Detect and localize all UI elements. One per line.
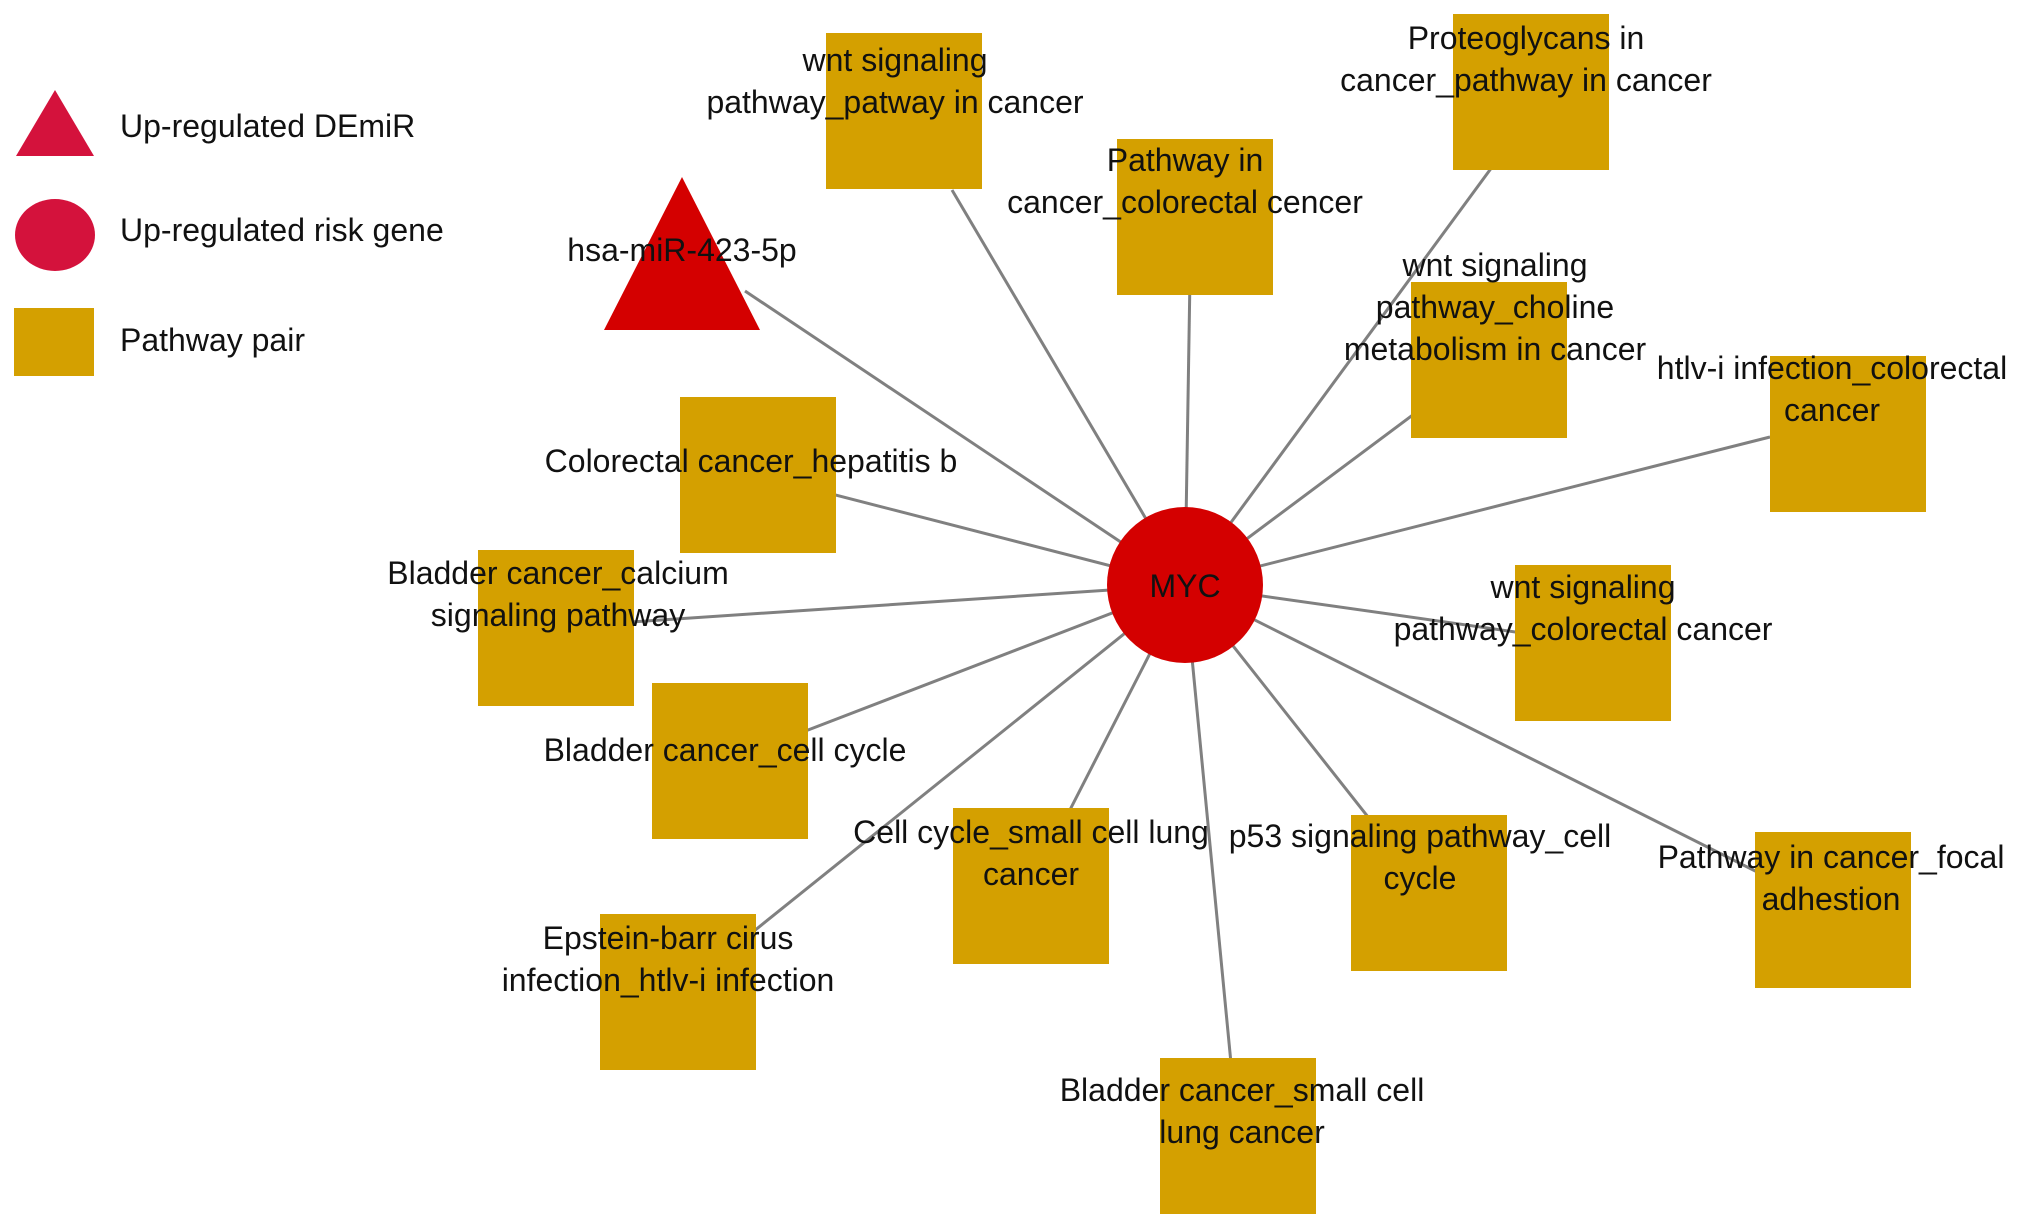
pathway-node-proteoglycans[interactable]: [1453, 14, 1609, 170]
pathway-node-bladder-sclc[interactable]: [1160, 1058, 1316, 1214]
pathway-label-wnt-choline-line-3: metabolism in cancer: [1344, 331, 1647, 367]
pathway-label-bladder-cellcycle-line-1: Bladder cancer_cell cycle: [544, 732, 907, 768]
labels-layer: wnt signaling pathway_patway in cancerPat…: [387, 20, 2007, 1150]
mirna-triangle: [604, 177, 760, 330]
pathway-node-cellcycle-sclc[interactable]: [953, 808, 1109, 964]
nodes-layer: [478, 14, 1926, 1214]
mirna-label: hsa-miR-423-5p: [567, 232, 796, 268]
legend-circle-icon: [15, 199, 95, 271]
pathway-label-bladder-sclc-line-1: Bladder cancer_small cell: [1060, 1072, 1425, 1108]
edge-proteoglycans: [1183, 113, 1533, 586]
legend-gene-label: Up-regulated risk gene: [120, 212, 444, 248]
legend-triangle-icon: [16, 90, 94, 156]
gene-label: MYC: [1149, 568, 1220, 604]
myc-gene-node[interactable]: MYC: [1107, 507, 1263, 663]
pathway-label-htlv-colorectal-line-1: htlv-i infection_colorectal: [1657, 350, 2007, 386]
legend-pathway-label: Pathway pair: [120, 322, 305, 358]
edge-bladder-calcium: [555, 583, 1186, 629]
pathway-label-p53-cellcycle-line-1: p53 signaling pathway_cell: [1229, 818, 1611, 854]
pathway-node-wnt-choline[interactable]: [1411, 282, 1567, 438]
pathway-label-wnt-choline-line-2: pathway_choline: [1376, 289, 1614, 325]
pathway-label-wnt-choline-line-1: wnt signaling: [1402, 247, 1588, 283]
gene-circle: [1107, 507, 1263, 663]
pathway-node-p53-cellcycle[interactable]: [1351, 815, 1507, 971]
edge-bladder-sclc: [1183, 584, 1240, 1137]
pathway-node-bladder-calcium[interactable]: [478, 550, 634, 706]
pathway-node-bladder-cellcycle[interactable]: [652, 683, 808, 839]
pathway-label-pathway-focal-line-2: adhestion: [1762, 881, 1901, 917]
pathway-label-wnt-colorectal-line-1: wnt signaling: [1490, 569, 1676, 605]
mirna-node[interactable]: hsa-miR-423-5p: [567, 177, 797, 330]
pathway-node-htlv-colorectal[interactable]: [1770, 356, 1926, 512]
pathway-label-colorectal-hepatitis-line-1: Colorectal cancer_hepatitis b: [545, 443, 958, 479]
pathway-label-bladder-sclc-line-2: lung cancer: [1159, 1114, 1325, 1150]
pathway-label-pathway-colorectal-line-2: cancer_colorectal cencer: [1007, 184, 1363, 220]
pathway-node-wnt-patway[interactable]: [826, 33, 982, 189]
edge-mirna-myc: [744, 289, 1186, 587]
pathway-label-wnt-patway-line-1: wnt signaling: [802, 42, 988, 78]
pathway-label-pathway-colorectal-line-1: Pathway in: [1107, 142, 1264, 178]
pathway-node-pathway-focal[interactable]: [1755, 832, 1911, 988]
edge-pathway-focal: [1184, 583, 1834, 912]
pathway-label-pathway-focal-line-1: Pathway in cancer_focal: [1658, 839, 2005, 875]
pathway-node-wnt-colorectal[interactable]: [1515, 565, 1671, 721]
pathway-label-cellcycle-sclc-line-1: Cell cycle_small cell lung: [853, 814, 1209, 850]
pathway-label-cellcycle-sclc-line-2: cancer: [983, 856, 1079, 892]
pathway-label-wnt-patway-line-2: pathway_patway in cancer: [706, 84, 1083, 120]
pathway-label-bladder-calcium-line-2: signaling pathway: [431, 597, 685, 633]
legend-square-icon: [14, 308, 94, 376]
edge-htlv-colorectal: [1184, 435, 1771, 587]
legend: Up-regulated DEmiR Up-regulated risk gen…: [14, 90, 444, 376]
edge-epstein-htlv: [677, 583, 1186, 994]
pathway-label-p53-cellcycle-line-2: cycle: [1384, 860, 1457, 896]
pathway-label-epstein-htlv-line-1: Epstein-barr cirus: [543, 920, 794, 956]
pathway-label-wnt-colorectal-line-2: pathway_colorectal cancer: [1394, 611, 1773, 647]
pathway-label-bladder-calcium-line-1: Bladder cancer_calcium: [387, 555, 729, 591]
legend-mirna-label: Up-regulated DEmiR: [120, 108, 415, 144]
pathway-label-epstein-htlv-line-2: infection_htlv-i infection: [502, 962, 835, 998]
pathway-node-epstein-htlv[interactable]: [600, 914, 756, 1070]
pathway-label-proteoglycans-line-1: Proteoglycans in: [1408, 20, 1645, 56]
pathway-node-colorectal-hepatitis[interactable]: [680, 397, 836, 553]
pathway-label-proteoglycans-line-2: cancer_pathway in cancer: [1340, 62, 1712, 98]
pathway-node-pathway-colorectal[interactable]: [1117, 139, 1273, 295]
pathway-label-htlv-colorectal-line-2: cancer: [1784, 392, 1880, 428]
